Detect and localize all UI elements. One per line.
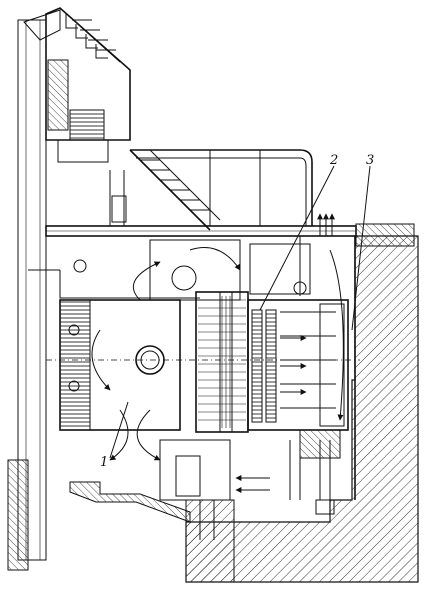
callout-leaders — [109, 165, 371, 459]
machine-body — [46, 299, 360, 431]
airflow-arrows — [91, 213, 344, 493]
deck-platform — [45, 223, 415, 247]
callout-3: 3 — [366, 153, 374, 168]
upper-machinery — [28, 170, 311, 301]
callout-2: 2 — [329, 153, 338, 168]
air-cooler — [247, 299, 349, 459]
foundation-block — [185, 235, 419, 583]
left-frame-column — [7, 9, 61, 571]
callout-1: 1 — [100, 455, 108, 470]
stator-core — [195, 291, 249, 433]
upper-housing — [45, 7, 131, 163]
access-stair — [129, 149, 313, 231]
lower-ducting — [69, 439, 335, 540]
